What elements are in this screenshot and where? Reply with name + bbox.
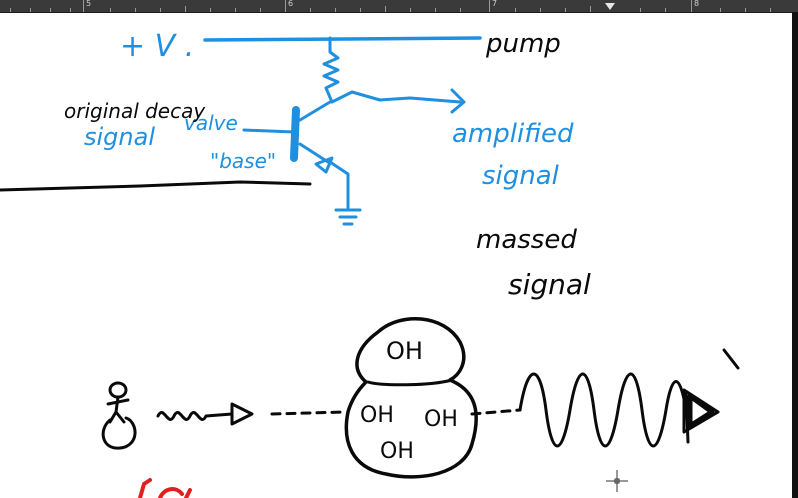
pump-label: pump [485, 29, 561, 59]
original-decay-label: original decay [64, 99, 206, 123]
ink-canvas[interactable]: + V . signal valve "base" amplified sign… [0, 12, 792, 498]
massed-signal-label: signal [508, 268, 591, 301]
amplified-label: amplified [452, 119, 574, 149]
vertical-scrollbar[interactable] [792, 12, 798, 498]
ruler-indent-marker[interactable] [605, 3, 615, 10]
valve-label: valve [184, 111, 238, 135]
blue-labels: + V . signal valve "base" amplified sign… [84, 29, 574, 191]
black-labels: pump original decay massed signal [64, 29, 591, 301]
base-label: "base" [210, 149, 276, 173]
signal-left-label: signal [84, 123, 155, 151]
massed-label: massed [476, 225, 577, 255]
crosshair-cursor-icon [606, 470, 628, 492]
ruler-number-6: 6 [288, 0, 294, 8]
oh-labels: OH OH OH OH [360, 337, 458, 464]
plus-v-label: + V . [120, 29, 194, 64]
black-strokes [0, 180, 740, 479]
amplified-signal-label: signal [482, 161, 560, 191]
ruler-number-8: 8 [694, 0, 700, 8]
top-ruler[interactable]: 5 6 7 8 [0, 0, 798, 13]
oh-label: OH [386, 337, 423, 365]
oh-label: OH [360, 403, 394, 428]
ruler-number-5: 5 [86, 0, 92, 8]
red-scribble [138, 478, 192, 498]
oh-label: OH [424, 407, 458, 432]
oh-label: OH [380, 439, 414, 464]
transistor-drawing [203, 36, 482, 226]
ruler-number-7: 7 [492, 0, 498, 8]
